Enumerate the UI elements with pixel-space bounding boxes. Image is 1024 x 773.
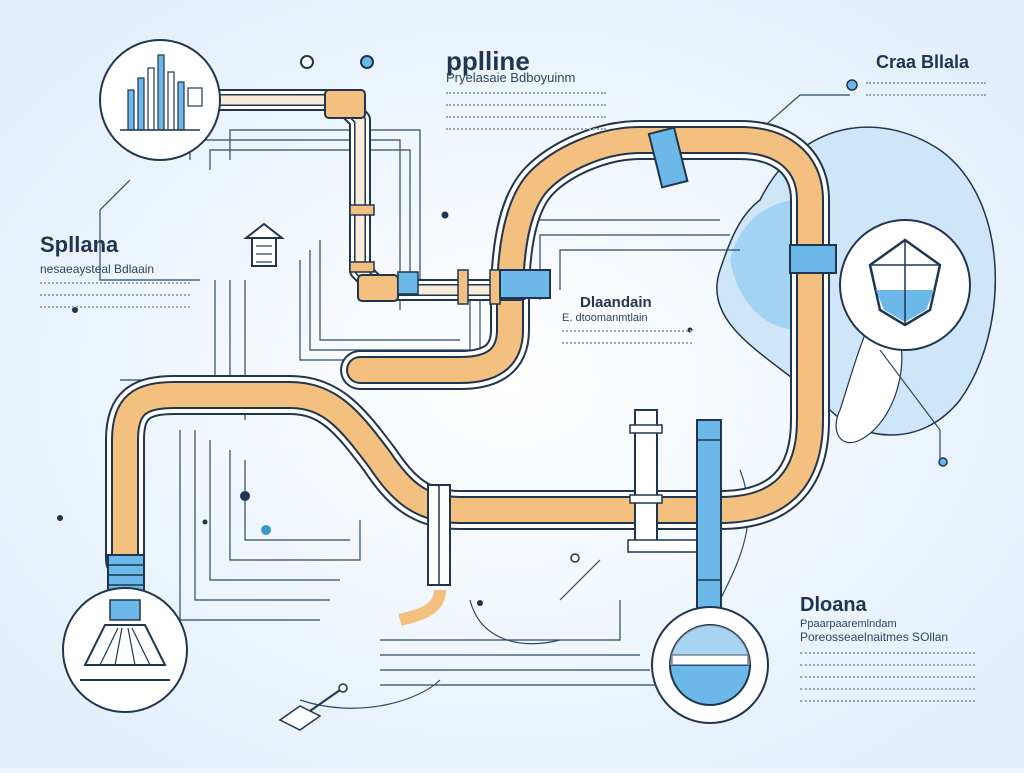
pipe-band-right (789, 244, 837, 274)
pipe-flange (457, 269, 469, 305)
center-filler-text (562, 330, 692, 354)
gauge-posts (398, 409, 722, 631)
pipe-valve-blue (397, 271, 419, 295)
left-subtitle: nesaeaysteal Bdlaain (40, 262, 155, 276)
left-title: Spllana (40, 232, 119, 257)
left-filler-text (40, 282, 190, 318)
pipe-ring (349, 204, 375, 216)
pipe-elbow (324, 89, 366, 119)
pipeline-subtitle: Pryelasaie Bdboyuinm (446, 70, 576, 85)
pipe-elbow-2 (357, 274, 399, 302)
center-title: Dlaandain (580, 294, 652, 311)
pipe-ring-2 (349, 261, 375, 273)
bottom-right-subtitle-2: Poreosseaelnaitmes SOllan (800, 630, 949, 644)
bottom-right-title: Dloana (800, 594, 867, 616)
pipe-coupler (499, 269, 551, 299)
funnel-icon (62, 587, 188, 713)
orange-pipeline (105, 120, 830, 580)
center-subtitle: E. dtoomanmtlain (562, 312, 648, 324)
pipe-band-top (647, 126, 689, 189)
gem-icon (839, 219, 971, 351)
pipeline-filler-text (446, 92, 606, 140)
top-right-filler-text (866, 82, 986, 106)
shovel-icon (278, 683, 348, 731)
bottom-right-subtitle-1: Ppaarpaaremlndam (800, 618, 897, 630)
right-blob-inner (730, 200, 800, 330)
pipeline-title: pplline (446, 46, 530, 76)
bar-chart-icon (99, 39, 221, 161)
bottom-right-filler-text (800, 652, 975, 712)
house-icon (243, 222, 285, 267)
node-dots (57, 55, 948, 606)
gauge-valve-icon (651, 606, 769, 724)
top-right-title: Craa Bllala (876, 52, 970, 72)
pipe-flange-2 (489, 269, 501, 305)
